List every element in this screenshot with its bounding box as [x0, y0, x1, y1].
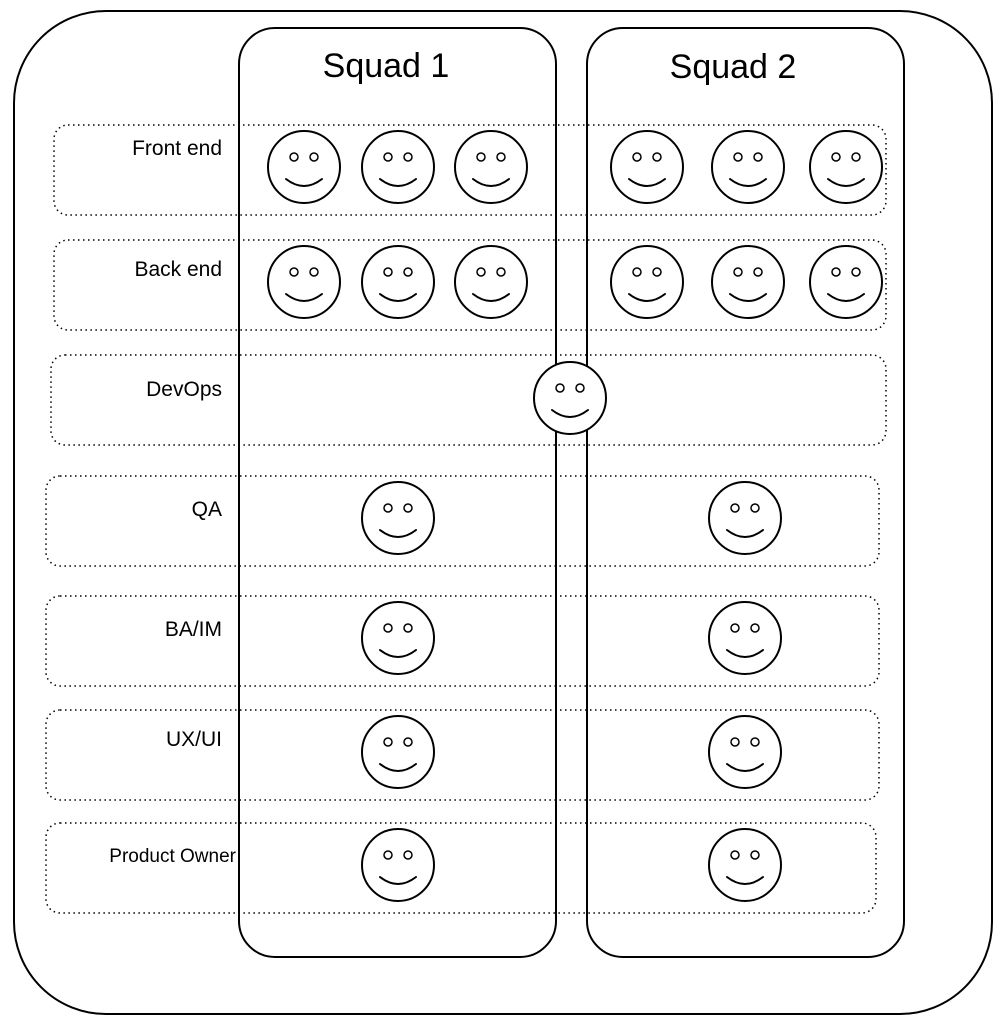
- smiley-face-icon: [361, 715, 435, 789]
- row-label-front-end: Front end: [132, 137, 222, 160]
- row-label-ux-ui: UX/UI: [166, 728, 222, 751]
- row-lane-devops: [50, 354, 887, 446]
- row-label-ba-im: BA/IM: [165, 618, 222, 641]
- smiley-face-icon: [708, 601, 782, 675]
- smiley-face-icon: [708, 481, 782, 555]
- smiley-face-icon: [708, 715, 782, 789]
- row-labels: Front end Back end DevOps QA BA/IM UX/UI…: [109, 137, 236, 867]
- smiley-face-icon: [361, 601, 435, 675]
- smiley-face-icon: [267, 245, 341, 319]
- smiley-face-icon: [610, 245, 684, 319]
- smiley-face-icon: [809, 130, 883, 204]
- smiley-face-icon: [361, 481, 435, 555]
- smiley-face-icon: [361, 828, 435, 902]
- squad-2-column: [586, 27, 905, 958]
- squad-2-title: Squad 2: [670, 48, 797, 86]
- row-label-devops: DevOps: [146, 378, 222, 401]
- row-lanes: [45, 124, 887, 914]
- organization-container: [13, 10, 993, 1015]
- smiley-face-icon: [610, 130, 684, 204]
- smiley-face-icon: [454, 130, 528, 204]
- smiley-face-icon: [361, 130, 435, 204]
- row-label-product-owner: Product Owner: [109, 846, 236, 867]
- smiley-face-icon: [711, 245, 785, 319]
- row-label-back-end: Back end: [134, 258, 222, 281]
- row-label-qa: QA: [192, 498, 222, 521]
- squad-1-title: Squad 1: [323, 47, 450, 85]
- row-lane-product-owner: [45, 822, 877, 914]
- smiley-face-icon: [711, 130, 785, 204]
- smiley-face-icon: [454, 245, 528, 319]
- smiley-face-icon: [361, 245, 435, 319]
- team-members: [267, 130, 883, 902]
- squad-1-column: [238, 27, 557, 958]
- smiley-face-icon: [533, 361, 607, 435]
- smiley-face-icon: [708, 828, 782, 902]
- smiley-face-icon: [267, 130, 341, 204]
- smiley-face-icon: [809, 245, 883, 319]
